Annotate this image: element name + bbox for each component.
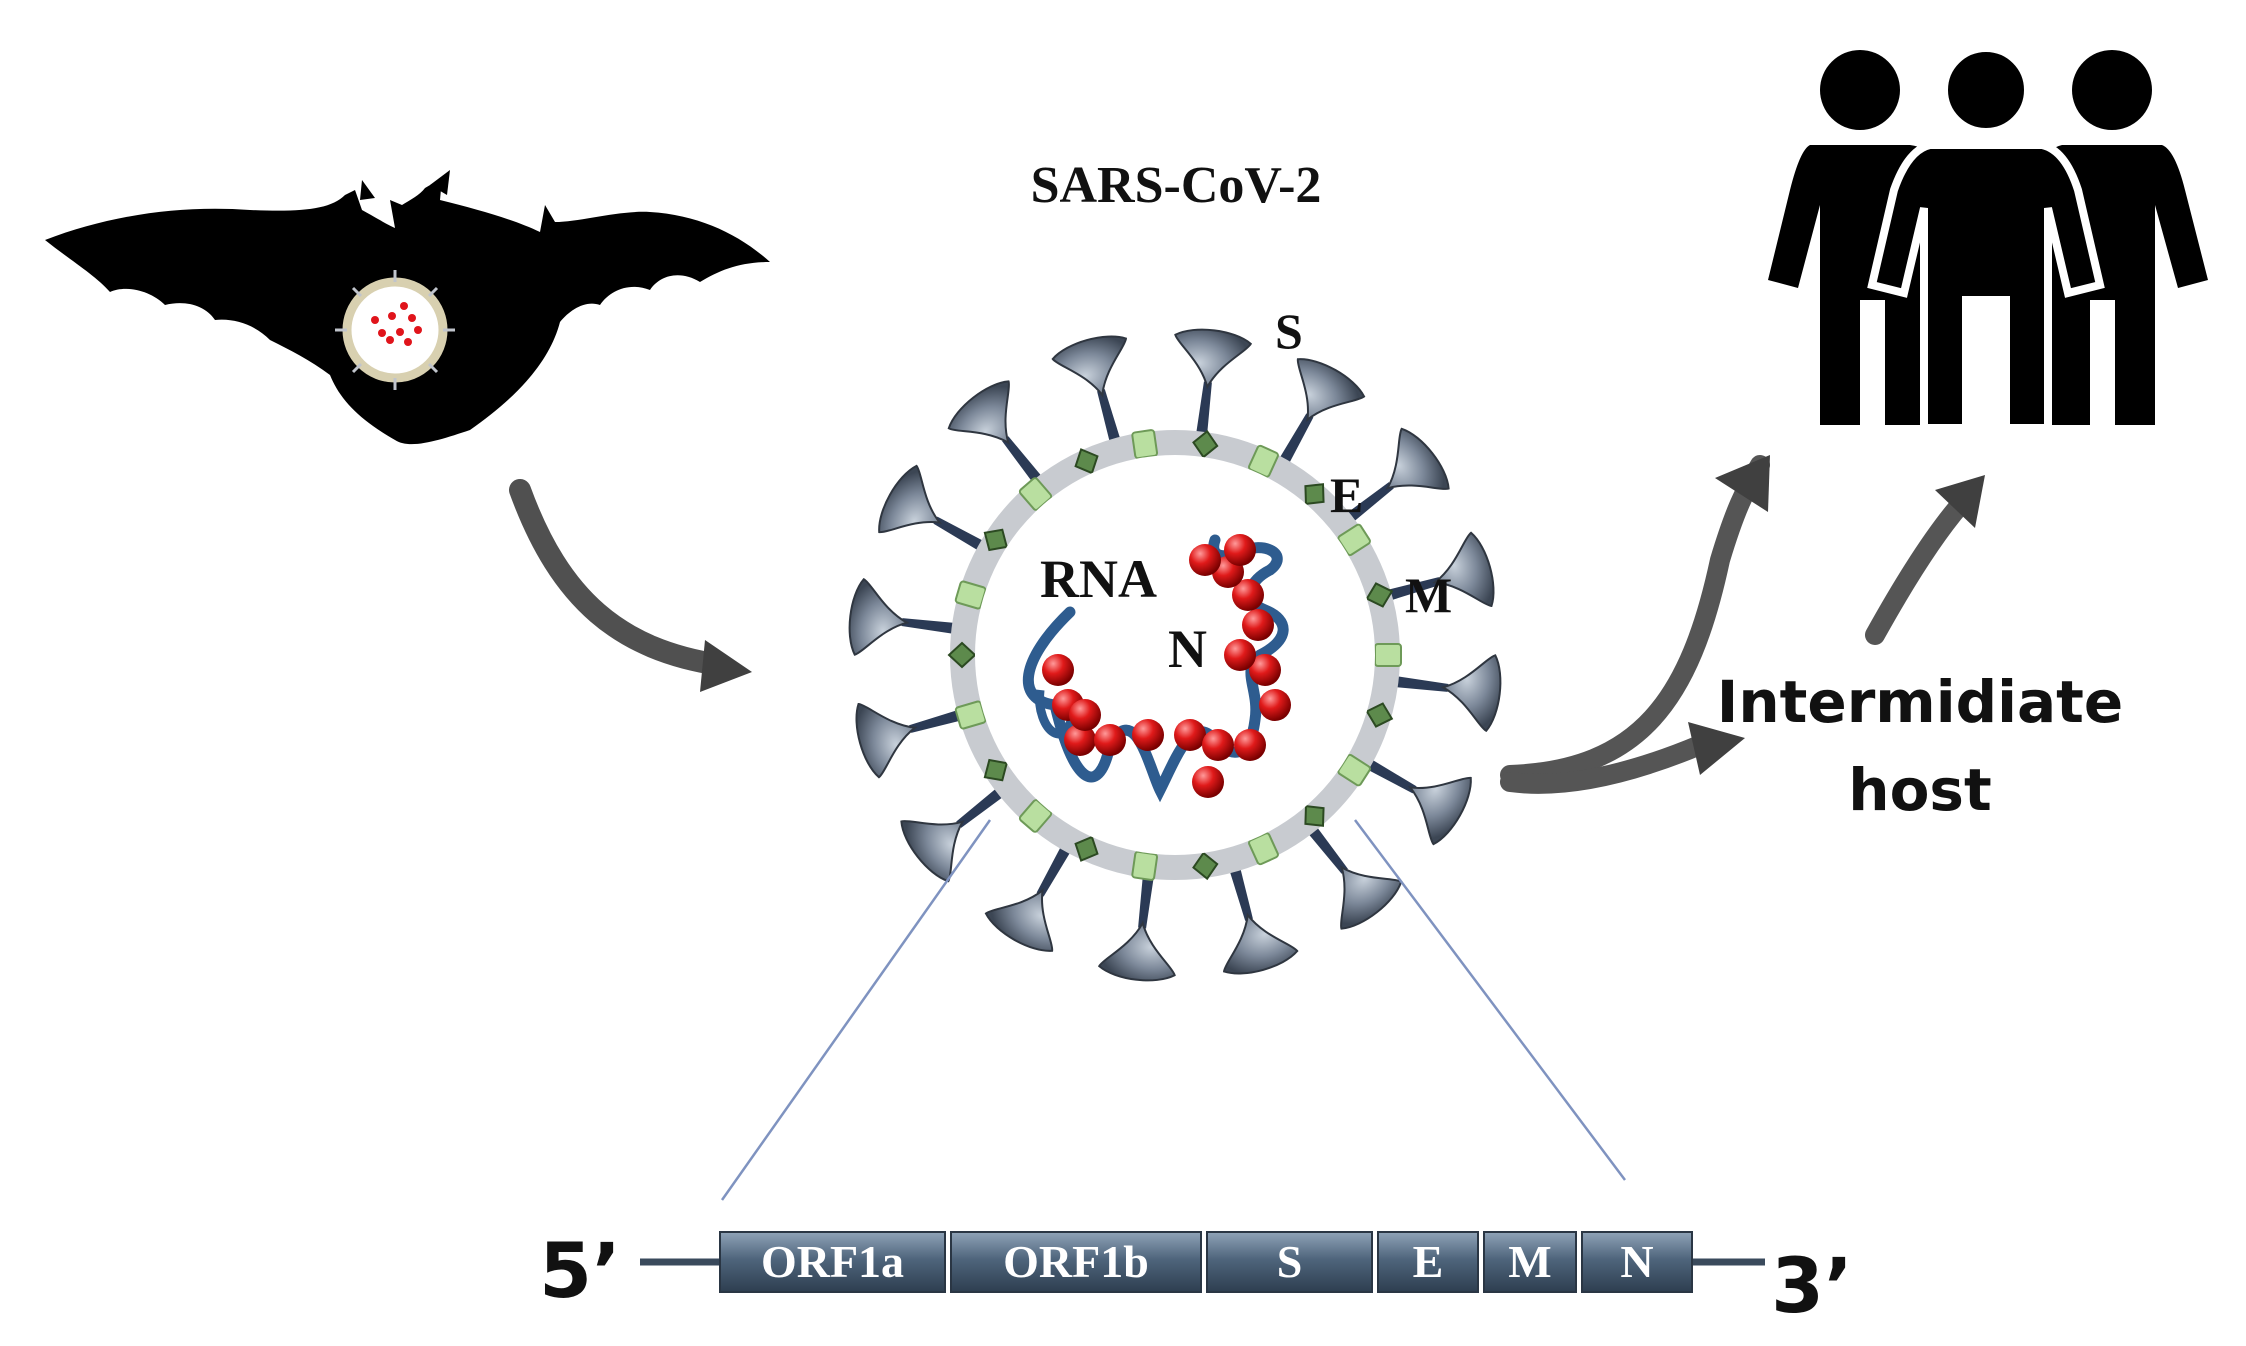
membrane-protein: [1304, 483, 1325, 505]
membrane-protein: [983, 528, 1008, 552]
people-icon: [1768, 44, 2208, 432]
membrane-protein: [983, 758, 1008, 782]
membrane-protein: [1192, 429, 1219, 459]
genome-segment-label: S: [1277, 1236, 1303, 1287]
envelope-protein: [954, 700, 987, 730]
envelope-protein: [1131, 850, 1159, 881]
intermediate-host-label-line1: Intermidiate: [1717, 668, 2123, 736]
genome-segment-label: ORF1a: [761, 1236, 904, 1287]
intermediate-host-label-line2: host: [1848, 756, 1991, 824]
membrane-protein: [1304, 805, 1325, 827]
virion: [848, 328, 1502, 982]
diagram-title: SARS-CoV-2: [1031, 157, 1322, 214]
genome-map: ORF1a ORF1b S E M N 5’ 3’: [539, 1226, 1853, 1330]
label-rna: RNA: [1040, 549, 1157, 609]
transmission-arrow-bat-to-virus: [509, 479, 752, 692]
membrane-protein: [1365, 702, 1394, 728]
nucleocapsid-bead: [1234, 729, 1266, 761]
genome-segment-label: ORF1b: [1003, 1236, 1149, 1287]
mini-virus-icon: [335, 270, 455, 390]
nucleocapsid-bead: [1224, 639, 1256, 671]
transmission-arrows-to-hosts: [1500, 455, 1985, 794]
genome-segment-s: S: [1206, 1231, 1373, 1293]
nucleocapsid-bead: [1174, 719, 1206, 751]
membrane-protein: [1074, 835, 1099, 862]
genome-segment-orf1b: ORF1b: [950, 1231, 1202, 1293]
label-envelope: E: [1330, 467, 1363, 523]
envelope-protein: [1018, 799, 1053, 833]
envelope-protein: [1131, 429, 1159, 460]
nucleocapsid-bead: [1242, 609, 1274, 641]
nucleocapsid-bead: [1224, 534, 1256, 566]
envelope-protein: [954, 580, 987, 610]
genome-segment-n: N: [1581, 1231, 1693, 1293]
nucleocapsid-bead: [1202, 729, 1234, 761]
envelope-protein: [1248, 444, 1279, 478]
genome-segment-m: M: [1483, 1231, 1577, 1293]
membrane-protein: [1192, 851, 1219, 881]
genome-segment-label: N: [1620, 1236, 1653, 1287]
envelope-protein: [1018, 477, 1053, 511]
label-nucleocapsid: N: [1168, 619, 1207, 679]
nucleocapsid-bead: [1064, 724, 1096, 756]
nucleocapsid-bead: [1042, 654, 1074, 686]
zoom-lines: [720, 819, 1626, 1201]
genome-segment-orf1a: ORF1a: [719, 1231, 946, 1293]
nucleocapsid-bead: [1069, 699, 1101, 731]
genome-segments: ORF1a ORF1b S E M N: [719, 1231, 1693, 1293]
nucleocapsid-bead: [1189, 544, 1221, 576]
genome-segment-e: E: [1377, 1231, 1479, 1293]
five-prime-label: 5’: [539, 1226, 621, 1315]
envelope-ring: [947, 429, 1402, 881]
label-spike: S: [1275, 303, 1303, 359]
bat-icon: [45, 170, 770, 445]
nucleocapsid-bead: [1259, 689, 1291, 721]
envelope-protein: [1337, 754, 1371, 787]
membrane-protein: [947, 641, 977, 669]
nucleocapsid-bead: [1094, 724, 1126, 756]
three-prime-label: 3’: [1771, 1241, 1853, 1330]
envelope-protein: [1374, 643, 1402, 667]
genome-segment-label: E: [1413, 1236, 1444, 1287]
spike-proteins: [848, 328, 1502, 982]
nucleocapsid-bead: [1132, 719, 1164, 751]
membrane-protein: [1365, 582, 1394, 608]
nucleocapsid-bead: [1249, 654, 1281, 686]
nucleocapsid-proteins: [1042, 534, 1291, 798]
genome-segment-label: M: [1508, 1236, 1551, 1287]
label-membrane: M: [1405, 567, 1452, 623]
nucleocapsid-bead: [1232, 579, 1264, 611]
nucleocapsid-bead: [1192, 766, 1224, 798]
membrane-protein: [1074, 448, 1099, 475]
